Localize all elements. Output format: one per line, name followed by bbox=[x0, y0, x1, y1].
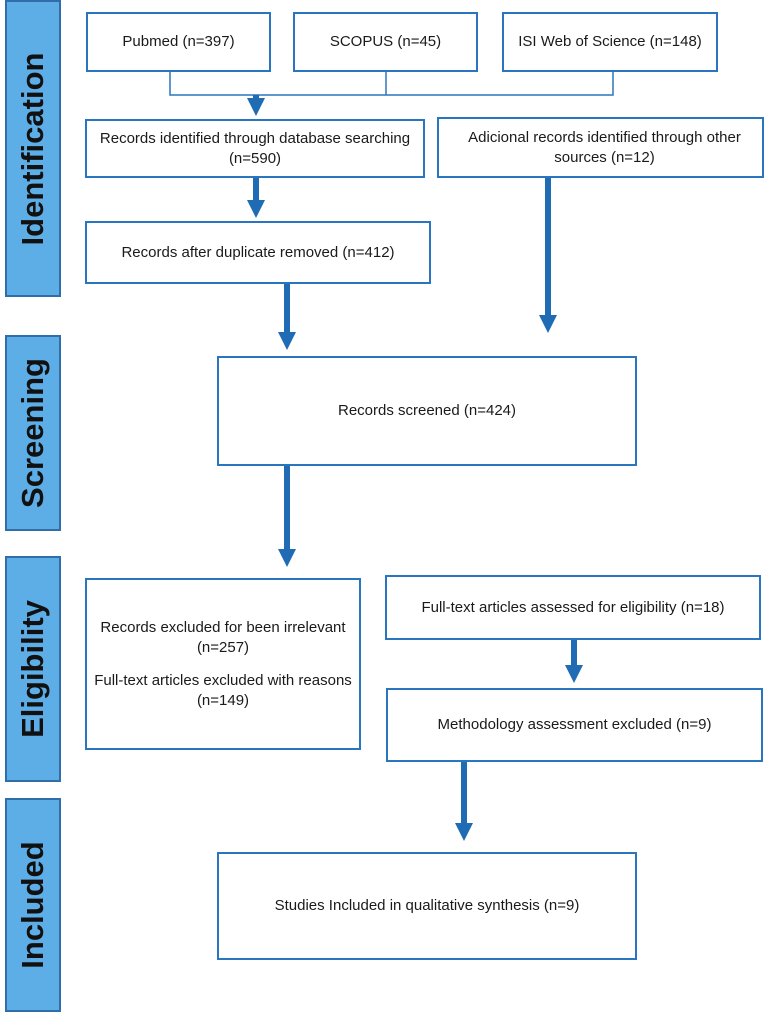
screened-text: Records screened (n=424) bbox=[337, 402, 516, 420]
isi-text: ISI Web of Science (n=148) bbox=[518, 33, 702, 51]
isi-box: ISI Web of Science (n=148) bbox=[502, 12, 718, 72]
phase-identification-label: Identification bbox=[15, 52, 50, 245]
db-search-text: Records identified through database sear… bbox=[99, 130, 411, 167]
excluded-box: Records excluded for been irrelevant (n=… bbox=[85, 578, 361, 750]
db-search-box: Records identified through database sear… bbox=[85, 119, 425, 178]
methodology-excluded-text: Methodology assessment excluded (n=9) bbox=[437, 716, 712, 734]
pubmed-text: Pubmed (n=397) bbox=[122, 33, 235, 51]
phase-eligibility: Eligibility bbox=[5, 556, 61, 782]
phase-included: Included bbox=[5, 798, 61, 1012]
assessed-text: Full-text articles assessed for eligibil… bbox=[421, 598, 725, 616]
other-sources-box: Adicional records identified through oth… bbox=[437, 117, 764, 178]
other-sources-text: Adicional records identified through oth… bbox=[468, 129, 741, 166]
screened-box: Records screened (n=424) bbox=[217, 356, 637, 466]
phase-screening: Screening bbox=[5, 335, 61, 531]
pubmed-box: Pubmed (n=397) bbox=[86, 12, 271, 72]
scopus-text: SCOPUS (n=45) bbox=[329, 33, 442, 51]
phase-screening-label: Screening bbox=[15, 358, 50, 508]
methodology-excluded-box: Methodology assessment excluded (n=9) bbox=[386, 688, 763, 762]
phase-identification: Identification bbox=[5, 0, 61, 297]
duplicates-removed-box: Records after duplicate removed (n=412) bbox=[85, 221, 431, 284]
phase-eligibility-label: Eligibility bbox=[15, 600, 50, 738]
scopus-box: SCOPUS (n=45) bbox=[293, 12, 478, 72]
assessed-box: Full-text articles assessed for eligibil… bbox=[385, 575, 761, 640]
phase-included-label: Included bbox=[15, 841, 50, 969]
database-merge-line bbox=[169, 72, 614, 96]
included-studies-box: Studies Included in qualitative synthesi… bbox=[217, 852, 637, 960]
excluded-irrelevant-text: Records excluded for been irrelevant (n=… bbox=[100, 619, 346, 656]
duplicates-removed-text: Records after duplicate removed (n=412) bbox=[121, 243, 395, 261]
excluded-fulltext-text: Full-text articles excluded with reasons… bbox=[94, 672, 352, 709]
included-studies-text: Studies Included in qualitative synthesi… bbox=[274, 897, 580, 915]
